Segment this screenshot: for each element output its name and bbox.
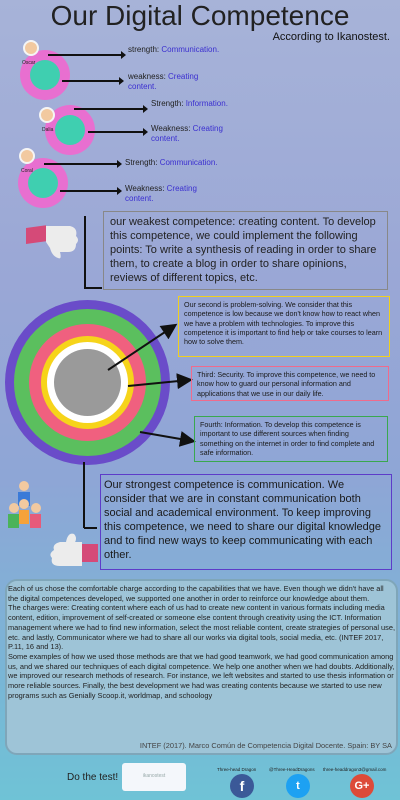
avatar bbox=[39, 107, 55, 123]
strength-text: Strength: Communication. bbox=[125, 158, 218, 167]
person-name: Oscar bbox=[22, 60, 36, 66]
avatar bbox=[23, 40, 39, 56]
avatar bbox=[19, 148, 35, 164]
twitter-handle: @Three-HeadDragons bbox=[269, 767, 315, 772]
reference: INTEF (2017). Marco Común de Competencia… bbox=[139, 741, 392, 750]
page-title: Our Digital Competence bbox=[50, 0, 350, 31]
arrow-icon bbox=[44, 160, 122, 167]
page-subtitle: According to Ikanostest. bbox=[272, 31, 390, 43]
second-competence-box: Our second is problem-solving. We consid… bbox=[178, 296, 390, 357]
summary-paragraph: Each of us chose the comfortable charge … bbox=[8, 584, 384, 603]
connector-line bbox=[84, 216, 86, 288]
google-handle: three-headdragon3@gmail.com bbox=[323, 767, 387, 772]
weakest-competence-box: our weakest competence: creating content… bbox=[103, 211, 388, 290]
twitter-icon[interactable]: t bbox=[286, 774, 310, 798]
team-illustration bbox=[8, 481, 41, 528]
google-plus-icon[interactable]: G+ bbox=[350, 774, 374, 798]
strength-text: Strength: Information. bbox=[151, 99, 228, 108]
arrow-icon bbox=[60, 187, 122, 194]
thumbs-down-icon bbox=[26, 225, 78, 259]
person-name: Coral bbox=[21, 168, 33, 174]
person-1-dot bbox=[20, 50, 70, 100]
summary-paragraph: Some examples of how we used those metho… bbox=[8, 651, 395, 700]
connector-line bbox=[84, 287, 102, 289]
strength-text: strength: Communication. bbox=[128, 45, 220, 54]
facebook-icon[interactable]: f bbox=[230, 774, 254, 798]
person-name: Dalia bbox=[42, 127, 54, 133]
person-2-dot bbox=[45, 105, 95, 155]
person-3-dot bbox=[18, 158, 68, 208]
test-link-button[interactable]: ikanostest bbox=[122, 763, 186, 791]
competence-target bbox=[0, 300, 170, 470]
do-the-test-label: Do the test! bbox=[67, 772, 119, 783]
arrow-icon bbox=[74, 105, 148, 112]
strongest-competence-box: Our strongest competence is communicatio… bbox=[100, 474, 392, 570]
weakness-text: Weakness: Creating content. bbox=[125, 184, 197, 203]
weakness-text: Weakness: Creating content. bbox=[151, 124, 223, 143]
fourth-competence-box: Fourth: Information. To develop this com… bbox=[194, 416, 388, 462]
thumbs-up-icon bbox=[50, 533, 98, 566]
weakness-text: weakness: Creating content. bbox=[128, 72, 199, 91]
summary-panel bbox=[5, 579, 398, 755]
arrow-icon bbox=[88, 128, 148, 135]
summary-text: Each of us chose the comfortable charge … bbox=[8, 584, 396, 700]
summary-paragraph: The charges were: Creating content where… bbox=[8, 603, 395, 652]
arrow-icon bbox=[48, 51, 126, 58]
arrow-icon bbox=[62, 77, 124, 84]
third-competence-box: Third: Security. To improve this compete… bbox=[191, 366, 389, 401]
facebook-handle: Three-head Dragon bbox=[217, 767, 257, 772]
